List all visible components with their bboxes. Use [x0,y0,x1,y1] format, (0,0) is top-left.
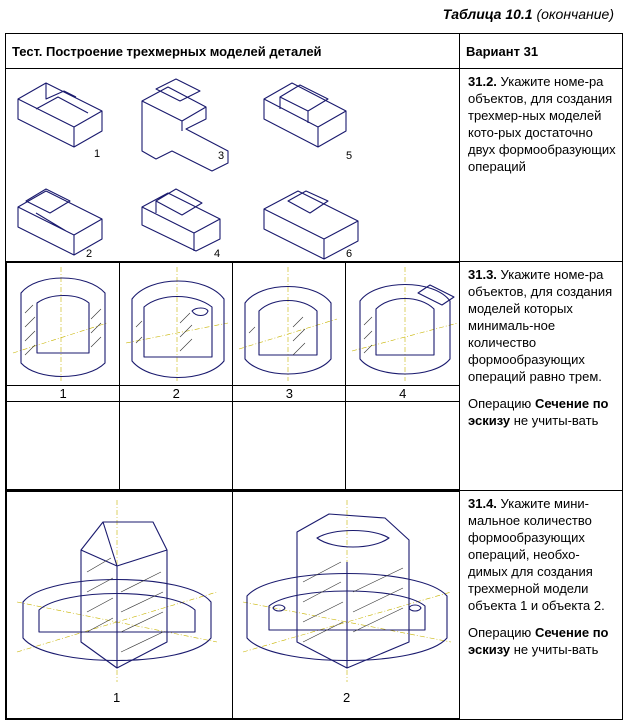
question-text: Укажите номе-ра объектов, для создания м… [468,267,613,384]
header-variant: Вариант 31 [459,33,623,69]
table-caption: Таблица 10.1 (окончание) [443,6,614,22]
note-suffix: не учиты-вать [513,413,599,428]
question-text: Укажите мини-мальное количество формообр… [468,496,605,613]
big-part-2-label: 2 [343,690,350,705]
figure-cell-31-2: 1 3 5 2 4 [5,68,460,262]
parts-grid: 1 2 3 4 [5,262,459,490]
question-31-4: 31.4. Укажите мини-мальное количество фо… [459,490,623,720]
question-text: Укажите номе-ра объектов, для создания т… [468,74,616,174]
figure-cell-31-3: 1 2 3 4 [5,261,460,491]
big-part-2-figure: 2 [243,500,452,705]
note-suffix: не учиты-вать [513,642,599,657]
object-4-label: 4 [214,248,220,260]
caption-suffix: (окончание) [536,6,614,22]
object-1-label: 1 [94,148,100,160]
note-keyword: Сечение по эскизу [468,625,609,657]
note-prefix: Операцию [468,396,532,411]
part-3-empty [232,401,347,490]
note-keyword: Сечение по эскизу [468,396,609,428]
object-2-label: 2 [86,248,92,260]
blocks-figure: 1 3 5 2 4 [17,78,359,260]
figure-cell-31-4: 1 2 [5,490,460,720]
object-6-figure [263,190,359,260]
part-2-empty [119,401,234,490]
big-part-1-figure: 1 [16,500,218,705]
test-table: Тест. Построение трехмерных моделей дета… [5,33,623,720]
part-3-label: 3 [232,385,347,402]
big-part-2-cell: 2 [232,491,459,719]
object-5-figure [263,82,347,148]
caption-title: Таблица 10.1 [442,6,533,22]
part-4-empty [345,401,459,490]
part-1-figure-cell [5,262,121,386]
big-part-1-cell: 1 [5,491,234,719]
part-3-figure-cell [232,262,347,386]
part-2-label: 2 [119,385,234,402]
object-3-figure [141,78,229,172]
note-prefix: Операцию [468,625,532,640]
object-6-label: 6 [346,248,352,260]
part-3-figure [239,267,338,381]
question-number: 31.4. [468,496,497,511]
part-4-figure [352,267,459,381]
part-1-figure [12,267,108,381]
part-2-figure-cell [119,262,234,386]
header-test-title: Тест. Построение трехмерных моделей дета… [5,33,460,69]
object-1-figure [17,82,103,148]
part-2-figure [126,267,229,381]
object-5-label: 5 [346,150,352,162]
part-1-empty [5,401,121,490]
question-31-3: 31.3. Укажите номе-ра объектов, для созд… [459,261,623,491]
part-4-label: 4 [345,385,459,402]
object-4-figure [141,188,221,252]
big-part-1-label: 1 [113,690,120,705]
question-number: 31.2. [468,74,497,89]
object-3-label: 3 [218,150,224,162]
question-31-2: 31.2. Укажите номе-ра объектов, для созд… [459,68,623,262]
part-4-figure-cell [345,262,459,386]
object-2-figure [17,188,103,256]
question-number: 31.3. [468,267,497,282]
part-1-label: 1 [5,385,121,402]
big-parts-grid: 1 2 [5,491,459,719]
